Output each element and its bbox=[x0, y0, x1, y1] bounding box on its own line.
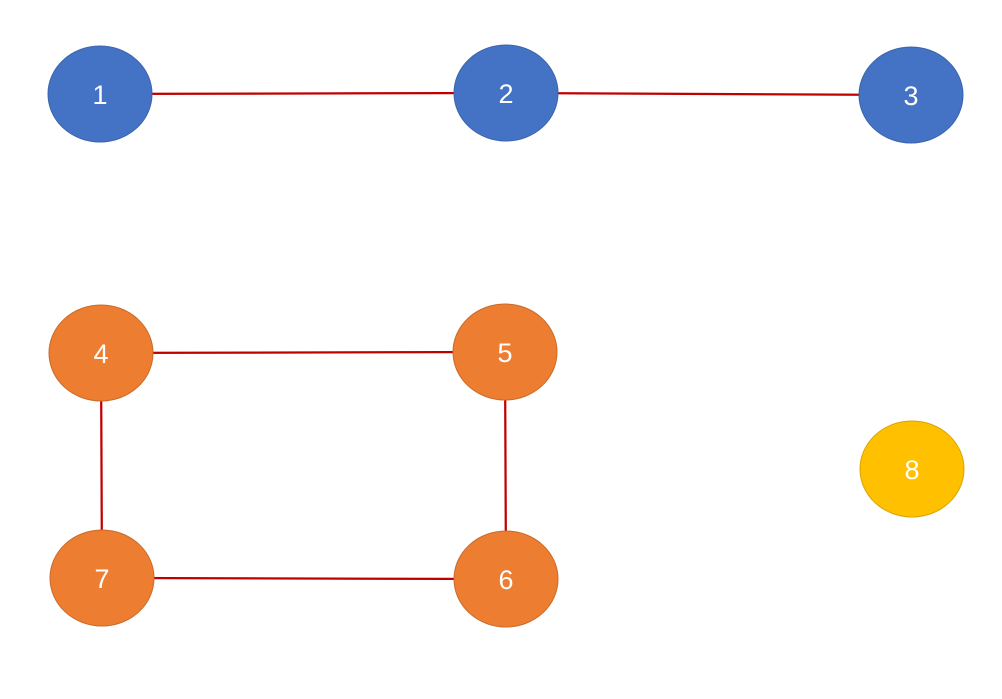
graph-edge-1-2[interactable] bbox=[99, 91, 507, 96]
graph-node-2[interactable]: 2 bbox=[453, 44, 559, 142]
node-circle[interactable] bbox=[452, 303, 558, 401]
graph-node-1[interactable]: 1 bbox=[47, 45, 153, 143]
graph-node-7[interactable]: 7 bbox=[49, 529, 155, 627]
graph-node-6[interactable]: 6 bbox=[453, 530, 559, 628]
graph-node-8[interactable]: 8 bbox=[859, 420, 965, 518]
node-label: 2 bbox=[498, 79, 513, 109]
node-circle[interactable] bbox=[48, 304, 154, 402]
graph-node-3[interactable]: 3 bbox=[858, 46, 964, 144]
node-label: 6 bbox=[498, 565, 513, 595]
node-circle[interactable] bbox=[47, 45, 153, 143]
node-circle[interactable] bbox=[859, 420, 965, 518]
node-circle[interactable] bbox=[453, 44, 559, 142]
graph-edge-7-6[interactable] bbox=[101, 576, 507, 581]
node-label: 1 bbox=[92, 80, 107, 110]
node-label: 3 bbox=[903, 81, 918, 111]
node-label: 5 bbox=[497, 338, 512, 368]
node-circle[interactable] bbox=[858, 46, 964, 144]
node-label: 8 bbox=[904, 455, 919, 485]
graph-node-4[interactable]: 4 bbox=[48, 304, 154, 402]
graph-node-5[interactable]: 5 bbox=[452, 303, 558, 401]
graph-edge-4-5[interactable] bbox=[100, 350, 506, 355]
node-label: 4 bbox=[93, 339, 108, 369]
node-label: 7 bbox=[94, 564, 109, 594]
graph-edge-2-3[interactable] bbox=[505, 91, 912, 97]
node-circle[interactable] bbox=[49, 529, 155, 627]
node-circle[interactable] bbox=[453, 530, 559, 628]
